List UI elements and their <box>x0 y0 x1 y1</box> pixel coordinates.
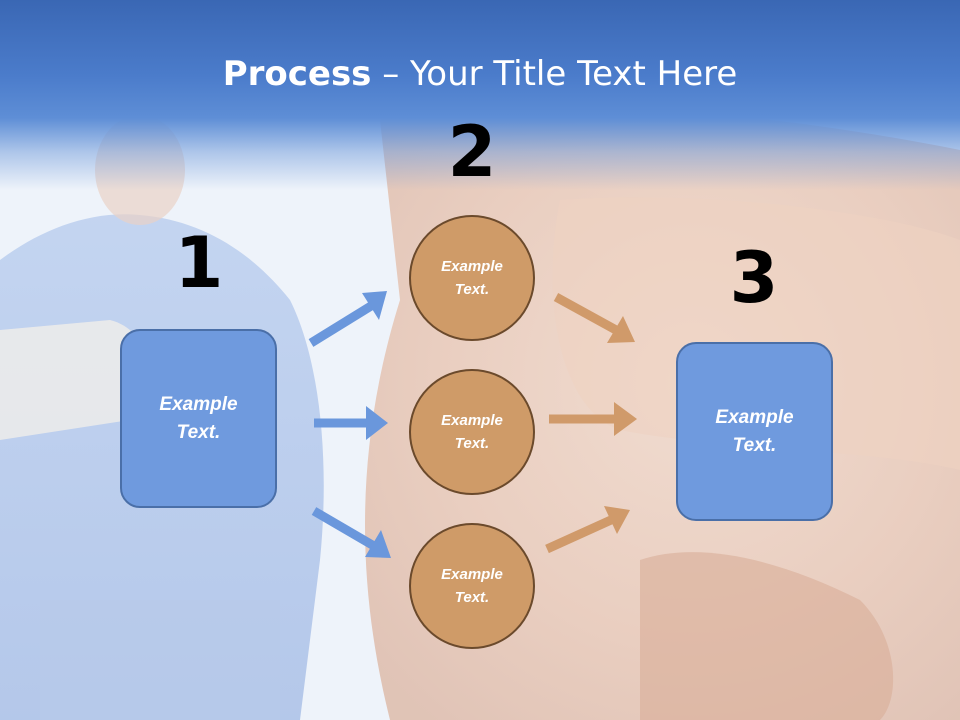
arrow-tan-bottom <box>545 506 630 554</box>
slide-title: Process – Your Title Text Here <box>0 52 960 96</box>
circle-top-line1: Example <box>441 258 503 275</box>
step-1-box: Example Text. <box>120 329 277 508</box>
step-1-text-line1: Example <box>159 393 238 415</box>
circle-middle-line2: Text. <box>454 435 490 452</box>
circle-bottom-line1: Example <box>441 566 503 583</box>
arrow-tan-middle <box>549 402 637 436</box>
circle-top-line2: Text. <box>454 281 490 298</box>
step-number-2: 2 <box>447 111 497 193</box>
arrow-blue-down <box>311 507 391 558</box>
title-band <box>0 0 960 190</box>
step-2-circle-middle: Example Text. <box>409 369 535 495</box>
step-2-circle-top: Example Text. <box>409 215 535 341</box>
step-number-3: 3 <box>729 237 779 319</box>
step-1-text-line2: Text. <box>176 421 221 443</box>
circle-bottom-line2: Text. <box>454 589 490 606</box>
step-2-circle-bottom: Example Text. <box>409 523 535 649</box>
step-3-box: Example Text. <box>676 342 833 521</box>
circle-middle-line1: Example <box>441 412 503 429</box>
title-strong: Process <box>222 54 372 94</box>
arrow-blue-up <box>308 291 387 347</box>
step-number-1: 1 <box>174 222 224 304</box>
title-rest: – Your Title Text Here <box>371 54 738 94</box>
arrow-blue-middle <box>314 406 388 440</box>
step-3-text-line2: Text. <box>732 434 777 456</box>
step-3-text-line1: Example <box>715 406 794 428</box>
arrow-tan-top <box>553 293 635 343</box>
